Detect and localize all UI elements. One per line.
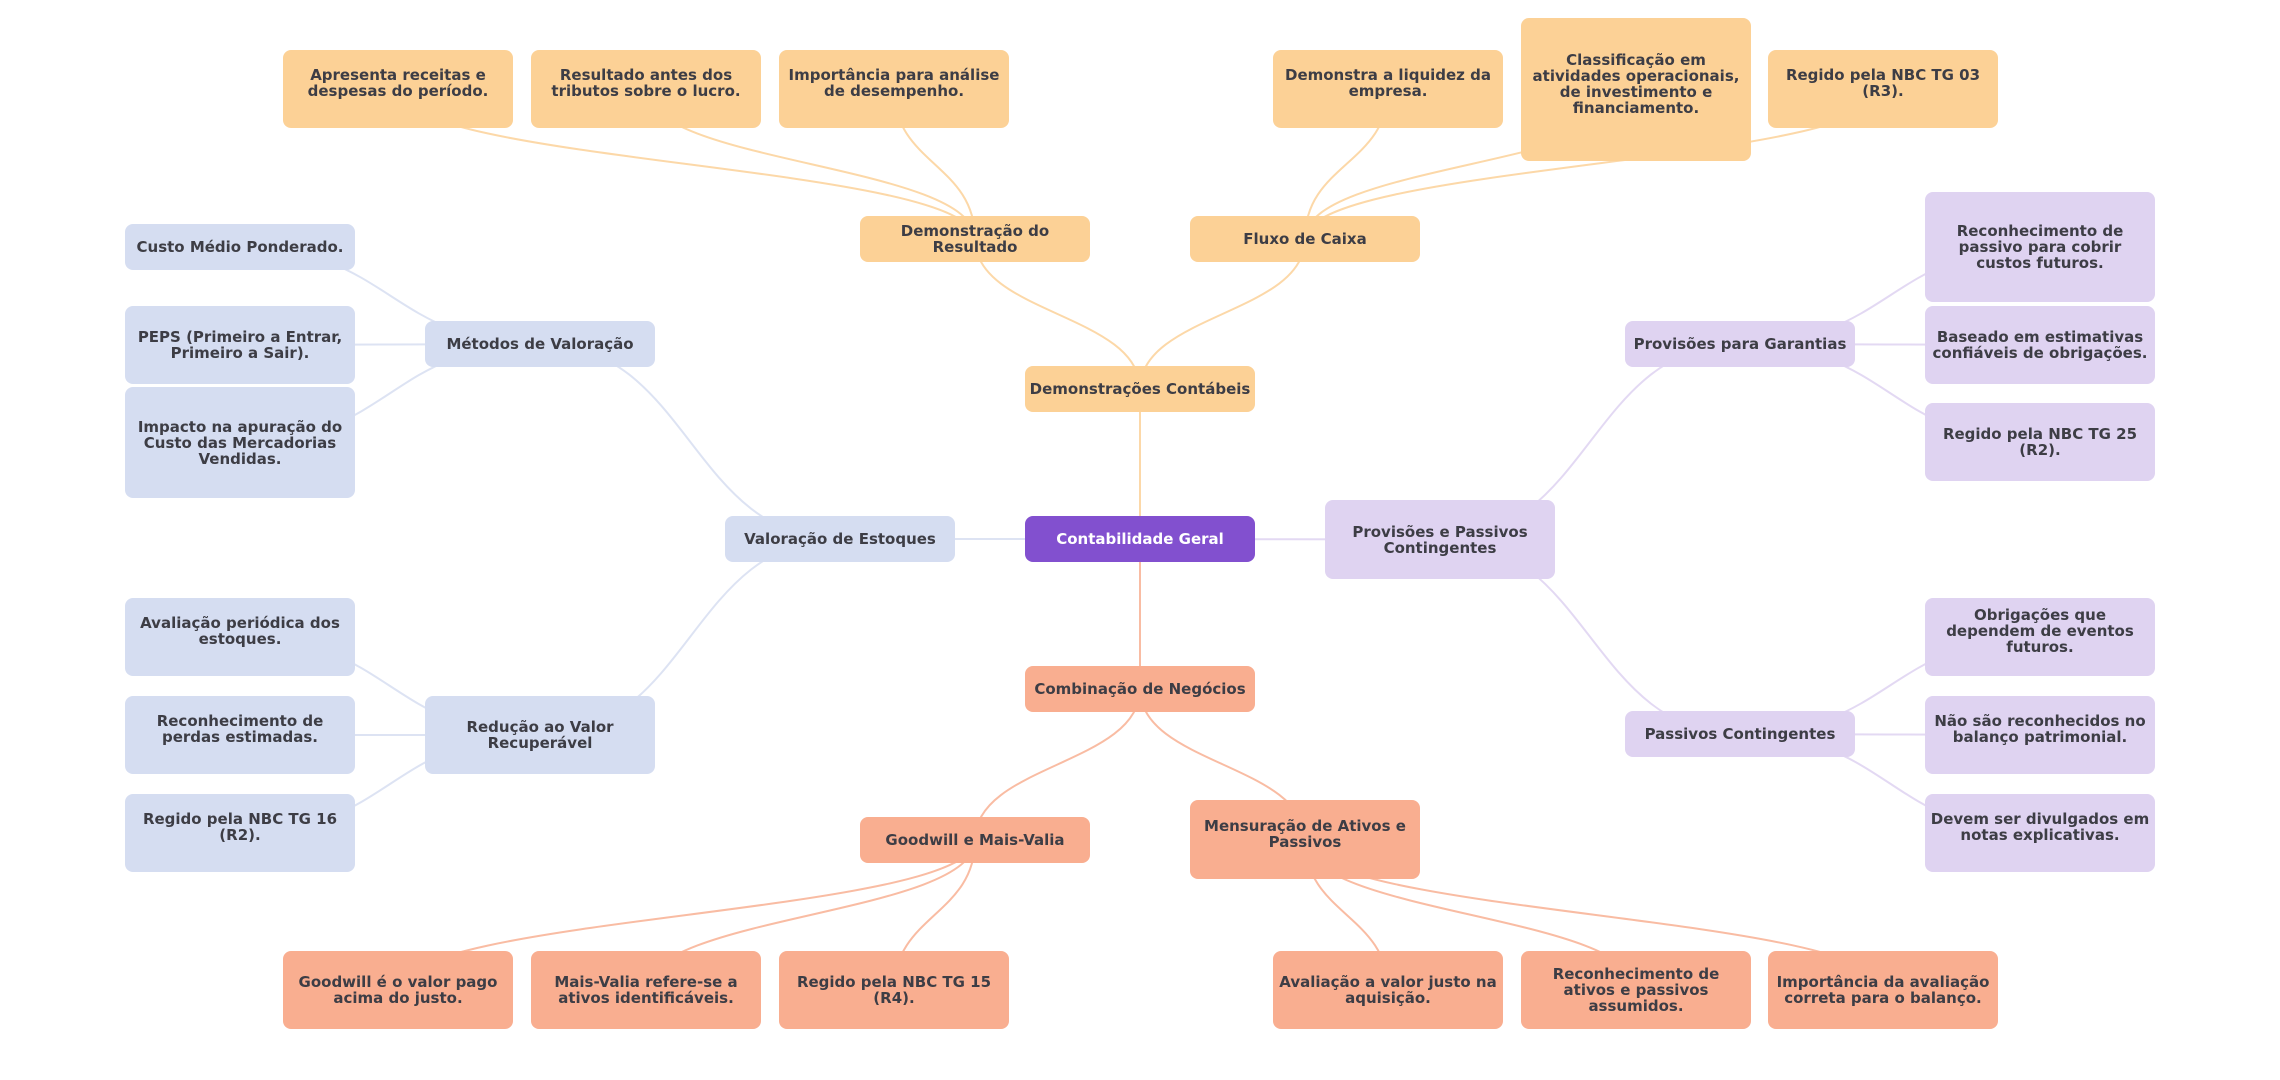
topic-reducao-ao-valor-recuperavel[interactable]: Redução ao Valor Recuperável xyxy=(425,696,655,774)
leaf-label: Importância da avaliação correta para o … xyxy=(1776,973,1990,1007)
branch-provisoes-e-passivos-contingentes[interactable]: Provisões e Passivos Contingentes xyxy=(1325,500,1555,579)
topic-passivos-contingentes[interactable]: Passivos Contingentes xyxy=(1625,711,1855,757)
branch-valoracao-de-estoques[interactable]: Valoração de Estoques xyxy=(725,516,955,562)
leaf-label: Regido pela NBC TG 25 (R2). xyxy=(1942,425,2138,459)
topic-label: Passivos Contingentes xyxy=(1644,725,1836,743)
leaf-node[interactable]: Não são reconhecidos no balanço patrimon… xyxy=(1925,696,2155,774)
leaf-label: Impacto na apuração do Custo das Mercado… xyxy=(137,417,343,468)
branch-label: Demonstrações Contábeis xyxy=(1029,380,1251,398)
leaf-label: Importância para análise de desempenho. xyxy=(788,66,1000,100)
branch-label: Valoração de Estoques xyxy=(744,530,936,548)
leaf-node[interactable]: PEPS (Primeiro a Entrar, Primeiro a Sair… xyxy=(125,306,355,384)
leaf-label: Apresenta receitas e despesas do período… xyxy=(307,66,489,100)
leaf-node[interactable]: Obrigações que dependem de eventos futur… xyxy=(1925,598,2155,676)
leaf-node[interactable]: Regido pela NBC TG 03 (R3). xyxy=(1768,50,1998,128)
root-node[interactable]: Contabilidade Geral xyxy=(1025,516,1255,562)
topic-label: Fluxo de Caixa xyxy=(1243,230,1367,248)
connector-branch-to-topic xyxy=(539,343,841,540)
leaf-node[interactable]: Baseado em estimativas confiáveis de obr… xyxy=(1925,306,2155,384)
leaf-label: Reconhecimento de ativos e passivos assu… xyxy=(1552,965,1720,1015)
topic-demonstracao-do-resultado[interactable]: Demonstração do Resultado xyxy=(860,216,1090,262)
topic-label: Demonstração do Resultado xyxy=(900,222,1050,256)
leaf-label: Avaliação periódica dos estoques. xyxy=(140,614,340,648)
leaf-node[interactable]: Regido pela NBC TG 25 (R2). xyxy=(1925,403,2155,481)
leaf-node[interactable]: Apresenta receitas e despesas do período… xyxy=(283,50,513,128)
leaf-node[interactable]: Reconhecimento de perdas estimadas. xyxy=(125,696,355,774)
leaf-node[interactable]: Impacto na apuração do Custo das Mercado… xyxy=(125,387,355,498)
leaf-node[interactable]: Importância para análise de desempenho. xyxy=(779,50,1009,128)
leaf-label: Baseado em estimativas confiáveis de obr… xyxy=(1932,328,2148,362)
leaf-label: Regido pela NBC TG 15 (R4). xyxy=(796,973,992,1007)
leaf-label: Não são reconhecidos no balanço patrimon… xyxy=(1934,712,2146,746)
branch-demonstracoes-contabeis[interactable]: Demonstrações Contábeis xyxy=(1025,366,1255,412)
leaf-label: Avaliação a valor justo na aquisição. xyxy=(1279,973,1497,1007)
leaf-node[interactable]: Avaliação a valor justo na aquisição. xyxy=(1273,951,1503,1029)
topic-fluxo-de-caixa[interactable]: Fluxo de Caixa xyxy=(1190,216,1420,262)
leaf-node[interactable]: Classificação em atividades operacionais… xyxy=(1521,18,1751,161)
topic-goodwill-e-mais-valia[interactable]: Goodwill e Mais-Valia xyxy=(860,817,1090,863)
leaf-node[interactable]: Avaliação periódica dos estoques. xyxy=(125,598,355,676)
leaf-label: Classificação em atividades operacionais… xyxy=(1532,50,1740,117)
leaf-node[interactable]: Regido pela NBC TG 16 (R2). xyxy=(125,794,355,872)
leaf-node[interactable]: Reconhecimento de ativos e passivos assu… xyxy=(1521,951,1751,1029)
leaf-label: PEPS (Primeiro a Entrar, Primeiro a Sair… xyxy=(137,328,343,362)
leaf-node[interactable]: Demonstra a liquidez da empresa. xyxy=(1273,50,1503,128)
leaf-label: Resultado antes dos tributos sobre o luc… xyxy=(551,66,741,100)
branch-label: Provisões e Passivos Contingentes xyxy=(1352,522,1528,557)
leaf-node[interactable]: Custo Médio Ponderado. xyxy=(125,224,355,270)
branch-combinacao-de-negocios[interactable]: Combinação de Negócios xyxy=(1025,666,1255,712)
leaf-node[interactable]: Regido pela NBC TG 15 (R4). xyxy=(779,951,1009,1029)
leaf-node[interactable]: Importância da avaliação correta para o … xyxy=(1768,951,1998,1029)
leaf-node[interactable]: Devem ser divulgados em notas explicativ… xyxy=(1925,794,2155,872)
leaf-label: Demonstra a liquidez da empresa. xyxy=(1285,66,1491,100)
leaf-label: Regido pela NBC TG 03 (R3). xyxy=(1785,66,1981,100)
topic-label: Provisões para Garantias xyxy=(1633,335,1847,353)
leaf-label: Mais-Valia refere-se a ativos identificá… xyxy=(554,973,738,1007)
root-node-label: Contabilidade Geral xyxy=(1056,530,1224,548)
topic-metodos-de-valoracao[interactable]: Métodos de Valoração xyxy=(425,321,655,367)
leaf-node[interactable]: Resultado antes dos tributos sobre o luc… xyxy=(531,50,761,128)
leaf-label: Reconhecimento de passivo para cobrir cu… xyxy=(1956,222,2124,272)
branch-label: Combinação de Negócios xyxy=(1034,680,1246,698)
leaf-label: Custo Médio Ponderado. xyxy=(136,238,344,256)
topic-label: Goodwill e Mais-Valia xyxy=(885,831,1065,849)
topic-label: Métodos de Valoração xyxy=(446,335,634,353)
topic-provisoes-para-garantias[interactable]: Provisões para Garantias xyxy=(1625,321,1855,367)
leaf-label: Regido pela NBC TG 16 (R2). xyxy=(142,810,338,844)
topic-label: Redução ao Valor Recuperável xyxy=(466,718,614,752)
topic-label: Mensuração de Ativos e Passivos xyxy=(1204,816,1406,851)
leaf-node[interactable]: Reconhecimento de passivo para cobrir cu… xyxy=(1925,192,2155,302)
leaf-label: Reconhecimento de perdas estimadas. xyxy=(156,712,324,746)
leaf-label: Obrigações que dependem de eventos futur… xyxy=(1946,606,2134,656)
leaf-label: Goodwill é o valor pago acima do justo. xyxy=(298,973,498,1007)
leaf-label: Devem ser divulgados em notas explicativ… xyxy=(1930,810,2150,844)
topic-mensuracao-de-ativos-e-passivos[interactable]: Mensuração de Ativos e Passivos xyxy=(1190,800,1420,879)
leaf-node[interactable]: Mais-Valia refere-se a ativos identificá… xyxy=(531,951,761,1029)
leaf-node[interactable]: Goodwill é o valor pago acima do justo. xyxy=(283,951,513,1029)
